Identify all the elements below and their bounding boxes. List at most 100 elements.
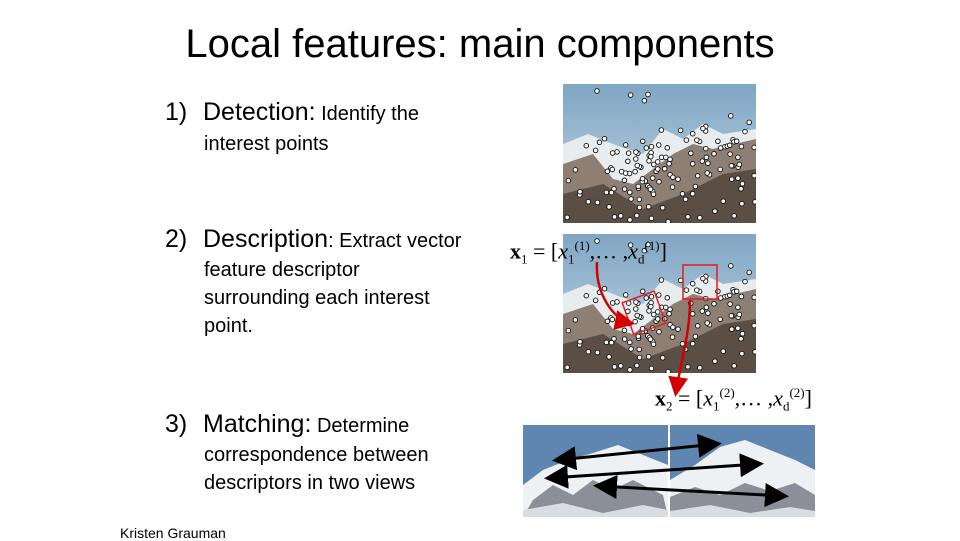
interest-point	[689, 340, 696, 347]
credit-text: Kristen Grauman	[120, 525, 226, 541]
interest-point	[648, 293, 655, 300]
interest-point	[712, 208, 718, 214]
interest-point	[677, 127, 684, 134]
match-line-1	[552, 433, 722, 471]
interest-point	[651, 161, 657, 168]
interest-point	[633, 306, 639, 312]
interest-point	[746, 119, 752, 126]
mountain-photo-detection	[563, 84, 756, 223]
interest-point	[752, 199, 756, 205]
interest-point	[627, 217, 633, 223]
interest-point	[703, 304, 710, 311]
interest-point	[632, 168, 638, 175]
interest-point	[666, 311, 672, 317]
interest-point	[731, 213, 737, 219]
interest-point	[625, 158, 631, 165]
detail-line: descriptors in two views	[204, 472, 416, 494]
interest-point	[583, 292, 590, 299]
interest-point	[601, 285, 608, 292]
interest-point	[654, 309, 661, 315]
interest-point	[650, 341, 657, 347]
interest-point	[611, 364, 618, 370]
interest-point	[606, 204, 612, 210]
interest-point	[621, 177, 628, 184]
interest-point	[585, 348, 592, 355]
item-number: 2)	[165, 225, 188, 253]
interest-point	[717, 295, 724, 301]
interest-point	[665, 368, 671, 373]
interest-point	[739, 350, 745, 357]
interest-point	[647, 186, 654, 192]
interest-point	[592, 297, 599, 304]
interest-point	[726, 142, 733, 149]
interest-point	[703, 154, 710, 161]
interest-point	[604, 168, 611, 175]
interest-point	[733, 288, 740, 295]
detail-line: interest points	[204, 133, 329, 155]
interest-point	[592, 147, 599, 154]
interest-point	[655, 142, 662, 148]
interest-point	[572, 317, 579, 323]
interest-point	[704, 170, 710, 176]
interest-point	[639, 138, 646, 145]
interest-point	[639, 175, 646, 182]
interest-point	[609, 166, 616, 173]
interest-point	[675, 326, 681, 332]
descriptor-box-2	[682, 264, 718, 300]
interest-point	[751, 294, 756, 301]
interest-point	[636, 196, 643, 203]
interest-point	[661, 166, 668, 172]
interest-point	[666, 161, 672, 167]
interest-point	[656, 178, 662, 185]
item-detection-detail: interest points	[204, 130, 329, 158]
interest-point	[720, 198, 727, 204]
interest-point	[700, 275, 706, 282]
detail-line: point.	[204, 315, 253, 337]
interest-point	[664, 145, 671, 151]
interest-point	[596, 139, 603, 146]
interest-point	[742, 128, 748, 135]
interest-point	[712, 358, 718, 364]
interest-point	[751, 172, 756, 179]
interest-point	[694, 173, 701, 179]
interest-point	[735, 154, 741, 161]
interest-point	[594, 349, 601, 356]
interest-point	[665, 218, 671, 223]
descriptor-arrow-1	[595, 261, 635, 330]
interest-point	[726, 292, 733, 299]
interest-point	[608, 189, 615, 196]
interest-point	[565, 177, 572, 184]
descriptor-arrow-2	[668, 299, 692, 397]
interest-point	[617, 363, 624, 369]
interest-point	[751, 144, 756, 151]
interest-point	[655, 316, 661, 322]
interest-point	[647, 336, 654, 342]
interest-point	[604, 318, 611, 325]
interest-point	[627, 92, 634, 98]
interest-point	[617, 213, 624, 219]
interest-point	[603, 189, 610, 196]
interest-point	[611, 186, 617, 192]
interest-point	[738, 186, 744, 192]
interest-point	[641, 247, 648, 254]
interest-point	[700, 125, 706, 132]
interest-point	[636, 346, 643, 353]
interest-point	[669, 334, 676, 340]
interest-point	[633, 149, 639, 155]
interest-point	[636, 204, 643, 211]
interest-point	[634, 162, 640, 169]
interest-point	[728, 113, 734, 119]
item-term: Detection:	[203, 98, 316, 126]
detail-line: correspondence between	[204, 444, 429, 466]
interest-point	[717, 166, 723, 173]
interest-point	[694, 323, 701, 329]
match-line-2	[544, 453, 764, 489]
interest-point	[655, 166, 661, 172]
interest-point	[685, 364, 691, 370]
interest-point	[621, 336, 628, 342]
interest-point	[606, 354, 612, 360]
interest-point	[641, 97, 648, 104]
interest-point	[628, 196, 634, 202]
interest-point	[705, 310, 711, 316]
interest-point	[645, 91, 651, 98]
